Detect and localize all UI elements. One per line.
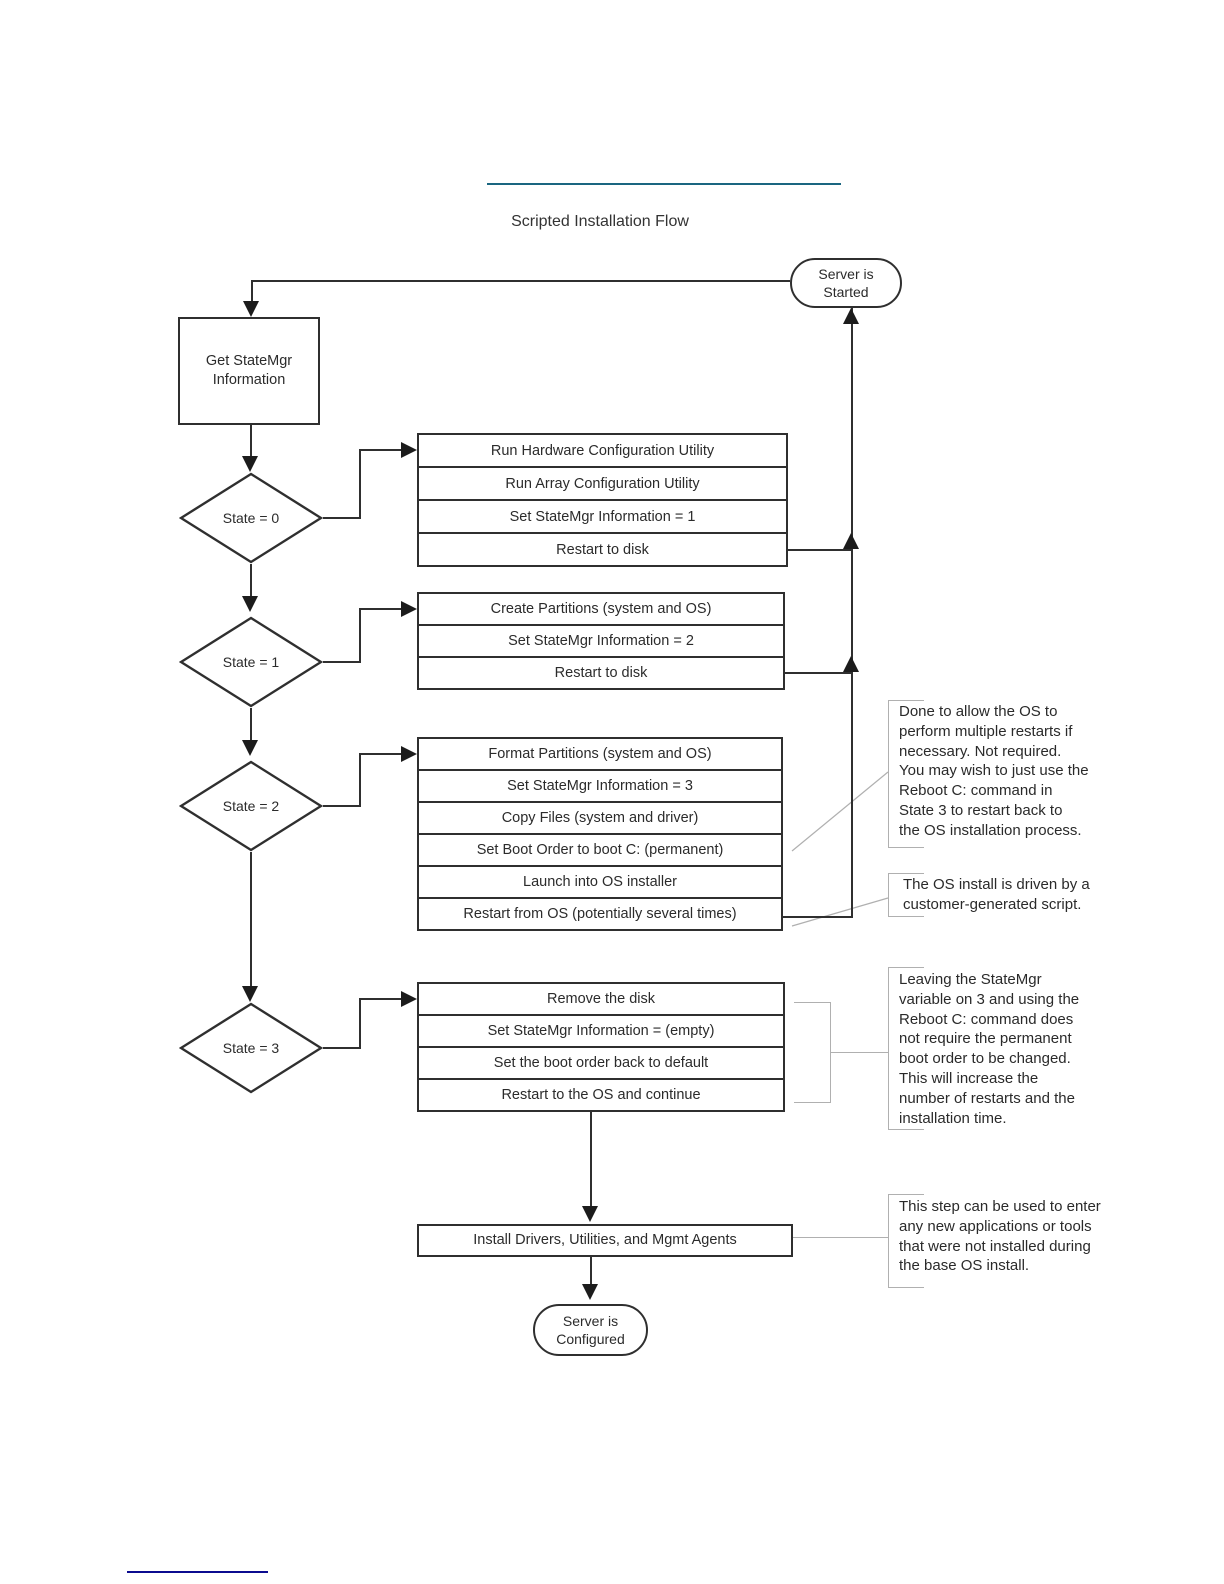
arrowhead-down <box>242 596 258 612</box>
connector-line <box>590 1257 592 1285</box>
process-step: Set the boot order back to default <box>419 1046 783 1078</box>
process-step: Launch into OS installer <box>419 865 781 897</box>
process-install-drivers: Install Drivers, Utilities, and Mgmt Age… <box>417 1224 793 1257</box>
process-group-state0: Run Hardware Configuration Utility Run A… <box>417 433 788 567</box>
connector-line <box>323 805 361 807</box>
connector-line <box>788 549 853 551</box>
connector-line <box>323 517 361 519</box>
process-step: Restart from OS (potentially several tim… <box>419 897 781 929</box>
terminal-server-configured: Server is Configured <box>533 1304 648 1356</box>
process-group-state1: Create Partitions (system and OS) Set St… <box>417 592 785 690</box>
callout-bracket-group4 <box>794 1002 831 1103</box>
diagram-title: Scripted Installation Flow <box>511 213 689 230</box>
callout-bracket <box>888 873 924 917</box>
process-step: Remove the disk <box>547 991 655 1007</box>
connector-line <box>359 753 361 807</box>
annotation-multiple-restarts: Done to allow the OS to perform multiple… <box>899 703 1089 839</box>
connector-line <box>250 425 252 457</box>
connector-line <box>250 564 252 596</box>
arrowhead-right <box>401 442 417 458</box>
process-step: Restart to disk <box>419 656 783 688</box>
connector-line <box>359 608 361 663</box>
connector-line <box>323 1047 361 1049</box>
arrowhead-right <box>401 746 417 762</box>
annotation-os-install-script: The OS install is driven by a customer-g… <box>903 876 1090 913</box>
decision-label: State = 3 <box>222 1040 280 1056</box>
process-step: Restart to disk <box>419 532 786 565</box>
arrowhead-right <box>401 991 417 1007</box>
arrowhead-down <box>582 1284 598 1300</box>
callout-bracket <box>888 967 924 1130</box>
arrowhead-down <box>242 456 258 472</box>
arrowhead-up <box>843 533 859 549</box>
process-step: Set StateMgr Information = 1 <box>419 499 786 532</box>
arrowhead-up <box>843 656 859 672</box>
decision-label: State = 2 <box>222 798 280 814</box>
process-step: Set Boot Order to boot C: (permanent) <box>419 833 781 865</box>
arrowhead-down <box>242 740 258 756</box>
return-trunk-line <box>851 308 853 918</box>
callout-connector-line <box>831 1052 888 1053</box>
arrowhead-down <box>582 1206 598 1222</box>
terminal-server-started: Server is Started <box>790 258 902 308</box>
arrowhead-up <box>843 308 859 324</box>
connector-line <box>359 449 403 451</box>
annotation-statemgr-variable: Leaving the StateMgr variable on 3 and u… <box>899 971 1080 1127</box>
callout-connector-line <box>793 1237 888 1238</box>
top-divider-rule <box>487 183 841 185</box>
process-step: Restart to the OS and continue <box>419 1078 783 1110</box>
connector-line <box>783 916 853 918</box>
process-step: Copy Files (system and driver) <box>419 801 781 833</box>
bottom-link-rule <box>127 1571 268 1573</box>
connector-line <box>252 280 790 282</box>
decision-label: State = 0 <box>222 510 280 526</box>
decision-label: State = 1 <box>222 654 280 670</box>
process-group-state2: Format Partitions (system and OS) Set St… <box>417 737 783 931</box>
decision-state-2: State = 2 <box>179 760 323 852</box>
arrowhead-down <box>242 986 258 1002</box>
callout-bracket <box>888 700 924 848</box>
connector-line <box>359 998 403 1000</box>
connector-line <box>359 449 361 519</box>
process-step: Create Partitions (system and OS) <box>490 601 712 617</box>
arrowhead-right <box>401 601 417 617</box>
arrowhead-down <box>243 301 259 317</box>
decision-state-3: State = 3 <box>179 1002 323 1094</box>
connector-line <box>323 661 361 663</box>
annotation-install-step: This step can be used to enter any new a… <box>899 1198 1101 1275</box>
process-group-state3: Remove the disk Set StateMgr Information… <box>417 982 785 1112</box>
connector-line <box>785 672 853 674</box>
process-step: Set StateMgr Information = 3 <box>419 769 781 801</box>
decision-state-0: State = 0 <box>179 472 323 564</box>
connector-line <box>590 1112 592 1206</box>
connector-line <box>250 852 252 986</box>
process-step: Set StateMgr Information = 2 <box>419 624 783 656</box>
connector-line <box>359 998 361 1049</box>
connector-line <box>359 753 403 755</box>
process-step: Set StateMgr Information = (empty) <box>419 1014 783 1046</box>
connector-line <box>250 708 252 740</box>
connector-line <box>359 608 403 610</box>
process-get-statemgr: Get StateMgr Information <box>178 317 320 425</box>
process-step: Run Hardware Configuration Utility <box>490 442 715 459</box>
process-step: Format Partitions (system and OS) <box>488 746 712 762</box>
decision-state-1: State = 1 <box>179 616 323 708</box>
connector-line <box>251 280 253 302</box>
process-step: Run Array Configuration Utility <box>419 466 786 499</box>
callout-bracket <box>888 1194 924 1288</box>
